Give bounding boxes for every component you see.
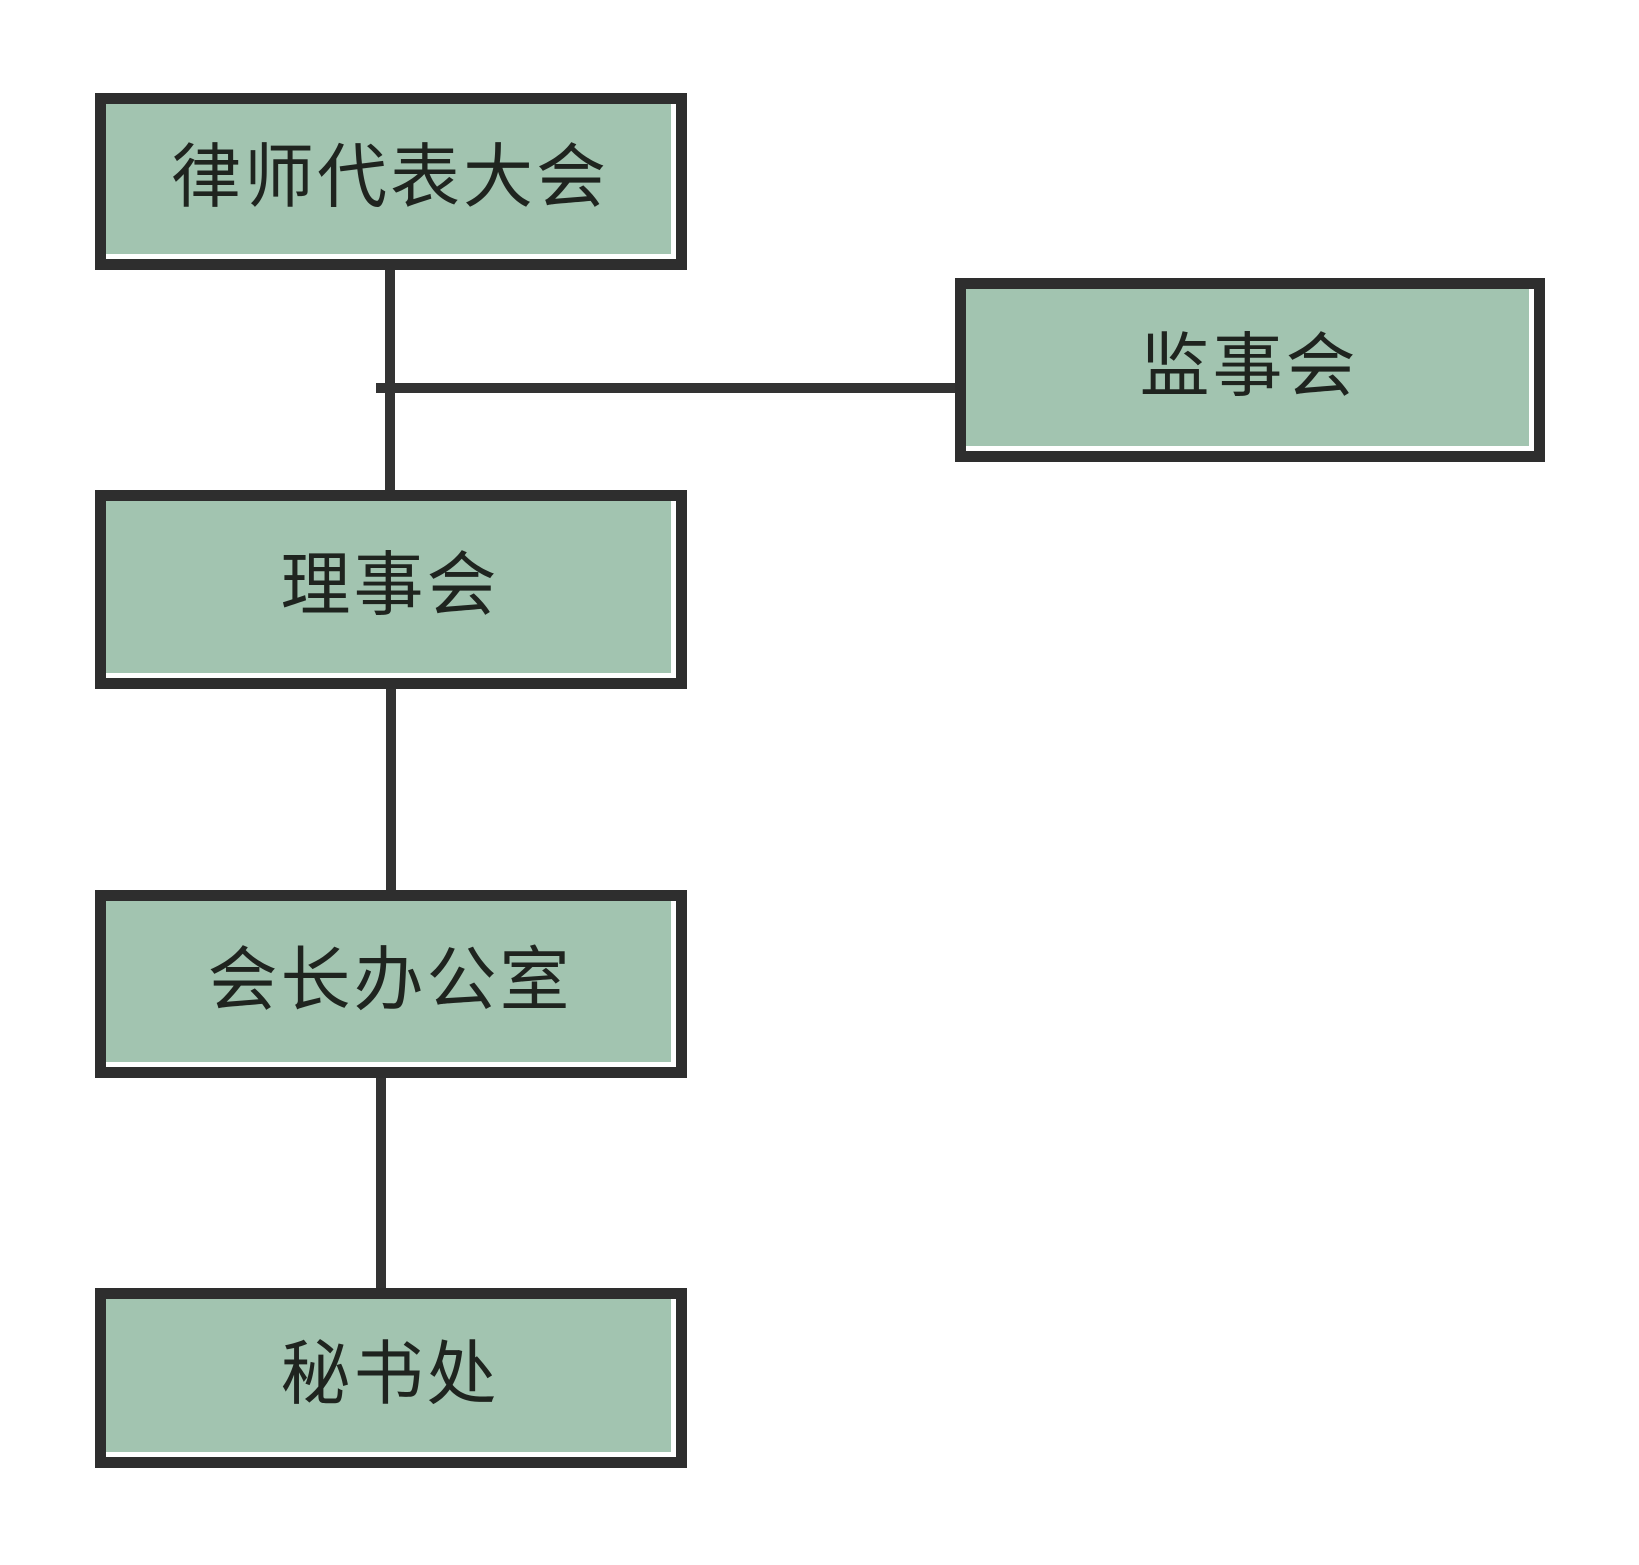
- connector-council-to-president-office: [386, 689, 396, 890]
- node-fill: 律师代表大会: [106, 104, 671, 254]
- node-label: 理事会: [280, 548, 500, 625]
- connector-to-supervisors: [376, 383, 955, 393]
- node-label: 律师代表大会: [171, 140, 609, 217]
- node-secretariat: 秘书处: [95, 1288, 687, 1468]
- node-president-office: 会长办公室: [95, 890, 687, 1078]
- node-fill: 会长办公室: [106, 901, 671, 1062]
- node-fill: 理事会: [106, 501, 671, 673]
- connector-congress-to-council: [385, 270, 395, 490]
- node-label: 会长办公室: [207, 942, 573, 1020]
- node-board-of-supervisors: 监事会: [955, 278, 1545, 462]
- node-label: 秘书处: [280, 1336, 500, 1414]
- node-council: 理事会: [95, 490, 687, 689]
- node-label: 监事会: [1139, 328, 1359, 406]
- node-lawyers-representative-congress: 律师代表大会: [95, 93, 687, 270]
- node-fill: 监事会: [966, 289, 1529, 446]
- node-fill: 秘书处: [106, 1299, 671, 1452]
- connector-president-office-to-secretariat: [376, 1078, 386, 1288]
